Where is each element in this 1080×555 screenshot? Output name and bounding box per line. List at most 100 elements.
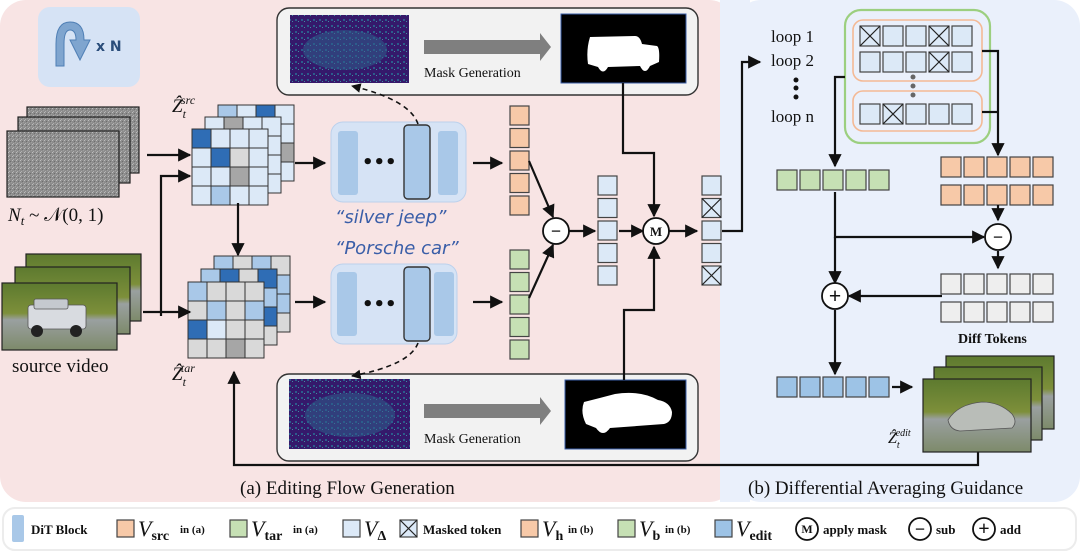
legend-suffix: in (a) [180, 524, 205, 536]
source-video-frames [1, 253, 142, 351]
svg-text:−: − [993, 227, 1003, 247]
token [1009, 273, 1031, 295]
latent-cell [225, 281, 246, 302]
latent-cell [191, 128, 212, 149]
latent-cell [229, 166, 250, 187]
panel-b-edge [720, 0, 750, 502]
token [597, 220, 618, 241]
dit-block-swatch [12, 515, 24, 542]
token-row-diff [940, 301, 1054, 323]
token [859, 51, 881, 73]
token [701, 220, 722, 241]
token [1009, 156, 1031, 178]
token [701, 175, 722, 196]
token [799, 169, 821, 191]
masked-token [928, 25, 950, 47]
latent-cell [225, 300, 246, 321]
token [1009, 301, 1031, 323]
dit-block [338, 131, 358, 195]
arrow-right-icon [424, 33, 551, 61]
token [905, 25, 927, 47]
token [868, 169, 890, 191]
latent-layer [187, 281, 265, 359]
latent-cell [248, 185, 269, 206]
latent-tar-grid [187, 255, 291, 359]
token [940, 301, 962, 323]
token-row-edit [776, 376, 890, 398]
token [509, 172, 530, 194]
source-video-label: source video [12, 356, 109, 377]
masked-token [859, 25, 881, 47]
prompt-src: “silver jeep” [335, 207, 447, 228]
latent-cell [187, 300, 208, 321]
latent-cell [244, 281, 265, 302]
latent-cell [187, 281, 208, 302]
svg-text:M: M [650, 224, 662, 239]
token [868, 376, 890, 398]
token [509, 127, 530, 149]
latent-cell [225, 338, 246, 359]
car-silhouette [582, 392, 672, 433]
token [776, 376, 798, 398]
latent-cell [206, 300, 227, 321]
token-column-tar [509, 249, 530, 360]
mask-panel-top: Mask Generation [276, 7, 699, 96]
dit-block [434, 272, 454, 336]
color-swatch [520, 519, 539, 538]
svg-text:−: − [915, 519, 925, 539]
latent-edit-label: Ẑtedit [888, 428, 911, 451]
repeat-badge: x N [38, 7, 140, 87]
token [509, 195, 530, 216]
latent-cell [210, 147, 231, 168]
legend-item-masked: Masked token [399, 519, 502, 538]
dit-block [438, 131, 458, 195]
repeat-count-label: x N [96, 39, 122, 55]
legend-item-vdelta: VΔ [342, 516, 386, 544]
latent-cell [187, 338, 208, 359]
legend-label: sub [936, 522, 956, 537]
porsche-icon [947, 401, 1016, 432]
token [963, 301, 985, 323]
latent-cell [248, 166, 269, 187]
panel-a-title: (a) Editing Flow Generation [240, 478, 455, 499]
sub-operator-b: − [984, 223, 1012, 251]
token [776, 169, 798, 191]
token [845, 376, 867, 398]
mask-generation-label: Mask Generation [424, 66, 521, 81]
latent-cell [229, 185, 250, 206]
token-row-vb [776, 169, 890, 191]
token [597, 197, 618, 219]
token [859, 103, 881, 125]
add-operator-icon [972, 517, 996, 541]
loop-token-rows [859, 25, 973, 125]
token [882, 25, 904, 47]
jeep-silhouette [587, 36, 660, 72]
legend-item-add: +add [972, 517, 1022, 541]
masked-token [701, 265, 722, 286]
token [597, 242, 618, 264]
latent-tar-label: Ẑttar [172, 361, 195, 389]
mask-operator-icon [795, 517, 819, 541]
token-column-delta [597, 175, 618, 286]
arrow-right-icon [424, 397, 551, 425]
latent-cell [244, 319, 265, 340]
token [822, 376, 844, 398]
token [963, 156, 985, 178]
arrows-left [143, 148, 327, 319]
legend-label: Masked token [423, 522, 502, 537]
panel-b-title: (b) Differential Averaging Guidance [748, 478, 1023, 499]
legend-item-sub: −sub [908, 517, 956, 541]
svg-text:+: + [978, 518, 989, 540]
token [845, 169, 867, 191]
latent-cell [210, 166, 231, 187]
loop-label: loop n [771, 107, 814, 126]
latent-cell [210, 185, 231, 206]
token [986, 301, 1008, 323]
latent-cell [187, 319, 208, 340]
loop-label: loop 1 [771, 27, 814, 46]
token [940, 184, 962, 206]
token [822, 169, 844, 191]
